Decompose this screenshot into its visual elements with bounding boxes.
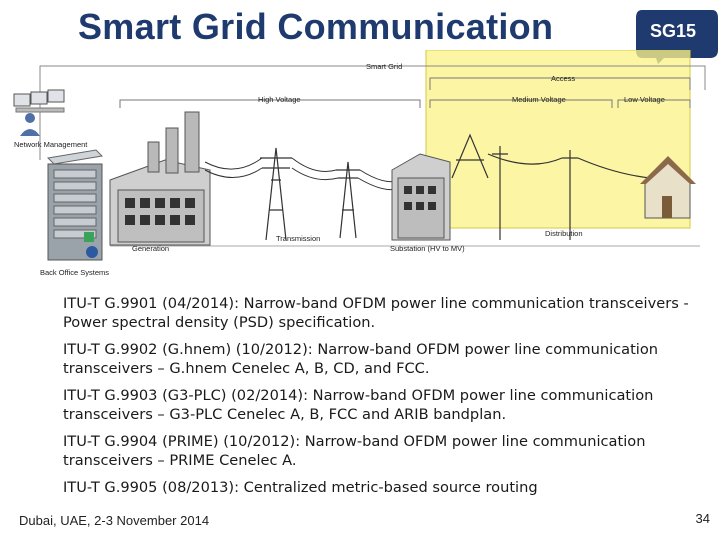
label-transmission: Transmission <box>276 234 321 243</box>
network-management-icon <box>13 89 65 136</box>
label-network-management: Network Management <box>14 140 88 149</box>
back-office-server-icon <box>46 149 104 261</box>
label-low-voltage: Low Voltage <box>624 95 665 104</box>
low-voltage-line <box>617 99 691 108</box>
badge-label: SG15 <box>649 21 697 41</box>
house-icon <box>640 156 696 219</box>
list-item: ITU-T G.9905 (08/2013): Centralized metr… <box>63 479 538 496</box>
label-high-voltage: High Voltage <box>258 95 301 104</box>
high-voltage-line <box>119 99 421 108</box>
footer-location-date: Dubai, UAE, 2-3 November 2014 <box>19 513 210 528</box>
label-distribution: Distribution <box>545 229 583 238</box>
list-item: ITU-T G.9903 (G3-PLC) (02/2014): Narrow-… <box>63 387 654 423</box>
label-medium-voltage: Medium Voltage <box>512 95 566 104</box>
label-back-office: Back Office Systems <box>40 268 110 277</box>
transmission-tower-icon <box>260 147 360 241</box>
page-number: 34 <box>695 511 710 526</box>
smart-grid-diagram: Smart Grid Access High Voltage Medium Vo… <box>0 50 720 285</box>
medium-voltage-line <box>429 99 613 108</box>
distribution-icon <box>487 146 651 240</box>
slide-title: Smart Grid Communication <box>78 6 554 47</box>
label-smart-grid: Smart Grid <box>366 62 403 71</box>
generation-plant-icon <box>109 111 211 246</box>
power-lines <box>204 157 401 191</box>
label-generation: Generation <box>132 244 170 253</box>
list-item: ITU-T G.9904 (PRIME) (10/2012): Narrow-b… <box>63 433 646 469</box>
label-substation: Substation (HV to MV) <box>390 244 465 253</box>
list-item: ITU-T G.9901 (04/2014): Narrow-band OFDM… <box>63 295 689 331</box>
label-access: Access <box>551 74 576 83</box>
list-item: ITU-T G.9902 (G.hnem) (10/2012): Narrow-… <box>63 341 659 377</box>
standards-list: ITU-T G.9901 (04/2014): Narrow-band OFDM… <box>63 294 718 505</box>
substation-icon <box>391 133 489 241</box>
access-line <box>429 77 691 90</box>
